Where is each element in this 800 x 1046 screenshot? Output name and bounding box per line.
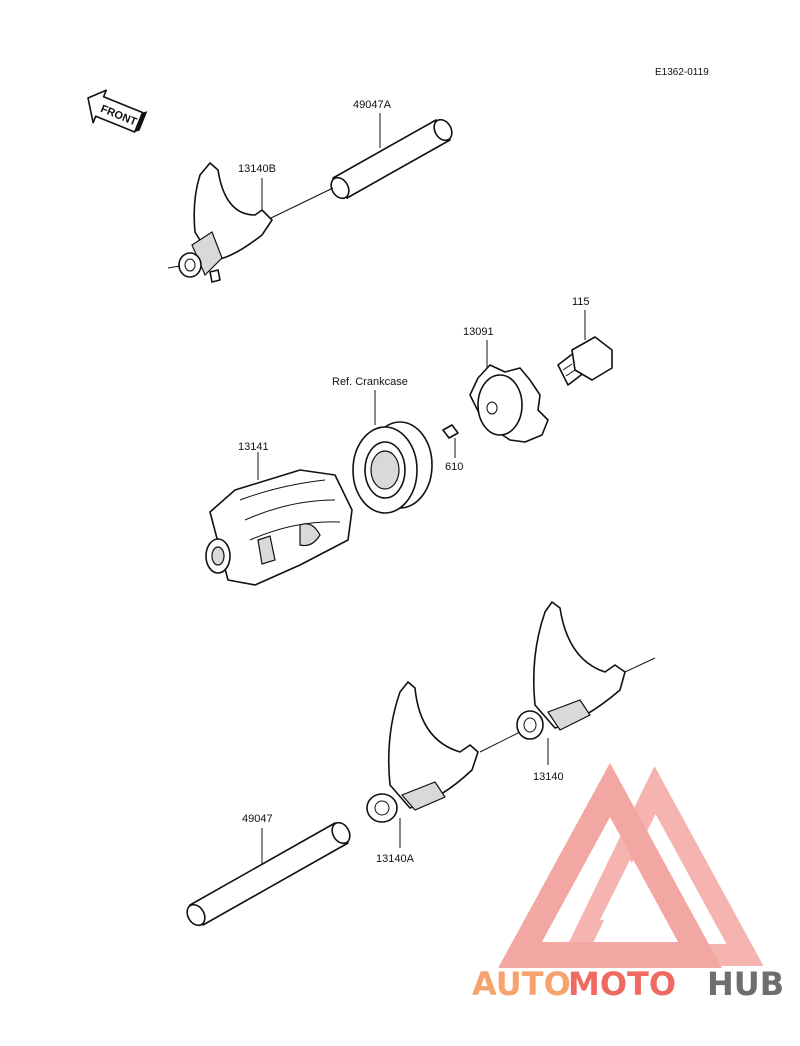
pin — [442, 424, 459, 458]
label-fork-lower: 13140A — [376, 853, 415, 865]
label-pin: 610 — [445, 461, 463, 473]
label-fork-right: 13140 — [533, 771, 564, 783]
diagram-code: E1362-0119 — [655, 67, 709, 78]
fork-upper — [167, 162, 273, 283]
holder — [469, 340, 549, 443]
label-fork-upper: 13140B — [238, 163, 276, 175]
label-bearing-ref: Ref. Crankcase — [332, 376, 408, 388]
label-bolt: 115 — [572, 296, 590, 308]
label-holder: 13091 — [463, 326, 494, 338]
watermark-auto: AUTO — [472, 965, 571, 1003]
front-arrow-icon: FRONT — [87, 89, 148, 133]
watermark-text: AUTO MOTO HUB — [472, 965, 784, 1003]
label-shaft-lower: 49047 — [242, 813, 273, 825]
label-shaft-upper: 49047A — [353, 99, 392, 111]
fork-lower — [366, 681, 479, 848]
shaft-lower — [186, 821, 351, 927]
bearing — [352, 390, 433, 514]
watermark-hub: HUB — [707, 965, 784, 1003]
shift-drum — [205, 452, 353, 586]
label-drum: 13141 — [238, 441, 269, 453]
watermark-logo — [498, 762, 764, 968]
fork-right — [516, 601, 656, 765]
shaft-upper — [270, 113, 453, 219]
fork-connector-line — [479, 731, 521, 753]
watermark-moto: MOTO — [568, 965, 676, 1003]
bolt — [557, 310, 613, 386]
